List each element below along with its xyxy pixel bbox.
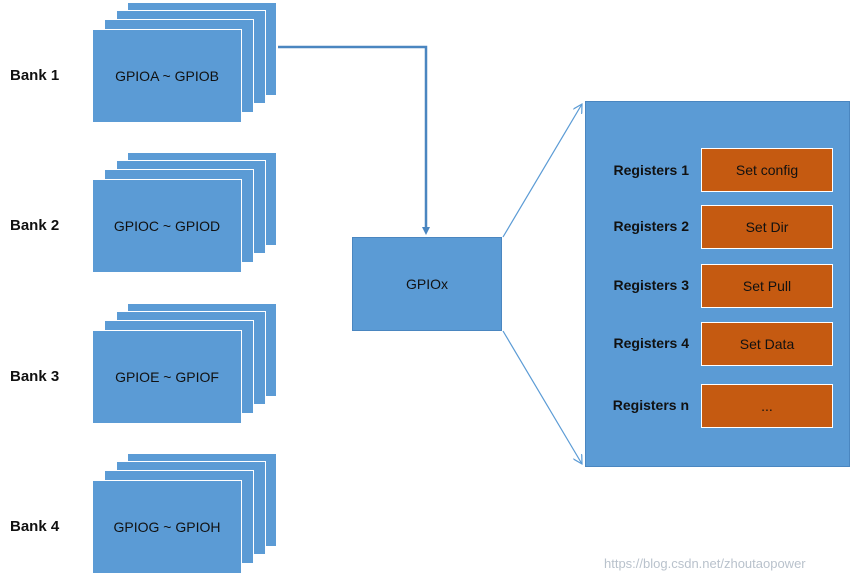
register-action-label: Set Pull bbox=[742, 278, 792, 294]
register-name: Registers 3 bbox=[613, 277, 689, 293]
gpiox-label: GPIOx bbox=[405, 276, 448, 292]
bank-label: Bank 3 bbox=[10, 368, 60, 385]
register-name: Registers 1 bbox=[613, 162, 689, 178]
gpio-group-label: GPIOG ~ GPIOH bbox=[113, 519, 221, 535]
register-action-box: Set Pull bbox=[701, 264, 833, 308]
gpiox-block: GPIOx bbox=[352, 237, 502, 331]
bank-label: Bank 1 bbox=[10, 67, 60, 84]
register-action-label: Set Data bbox=[739, 336, 795, 352]
gpiox-to-registers-top-line bbox=[502, 104, 582, 238]
bank1-to-gpiox-arrow bbox=[278, 45, 430, 235]
gpio-group-box: GPIOC ~ GPIOD bbox=[92, 179, 242, 273]
register-name: Registers 2 bbox=[613, 218, 689, 234]
register-name: Registers n bbox=[612, 397, 689, 413]
gpio-group-label: GPIOA ~ GPIOB bbox=[115, 68, 219, 84]
gpio-group-box: GPIOG ~ GPIOH bbox=[92, 480, 242, 574]
gpio-group-box: GPIOE ~ GPIOF bbox=[92, 330, 242, 424]
gpio-group-label: GPIOE ~ GPIOF bbox=[115, 369, 219, 385]
bank-label: Bank 2 bbox=[10, 217, 60, 234]
register-action-box: Set config bbox=[701, 148, 833, 192]
gpio-group-label: GPIOC ~ GPIOD bbox=[113, 218, 221, 234]
bank-label: Bank 4 bbox=[10, 518, 60, 535]
register-action-label: Set config bbox=[735, 162, 799, 178]
register-action-box: Set Data bbox=[701, 322, 833, 366]
register-action-label: Set Dir bbox=[745, 219, 789, 235]
register-name: Registers 4 bbox=[613, 335, 689, 351]
register-action-label: ... bbox=[761, 398, 773, 414]
watermark-text: https://blog.csdn.net/zhoutaopower bbox=[604, 556, 806, 571]
register-action-box: ... bbox=[701, 384, 833, 428]
gpiox-to-registers-bottom-line bbox=[502, 330, 582, 464]
gpio-group-box: GPIOA ~ GPIOB bbox=[92, 29, 242, 123]
register-action-box: Set Dir bbox=[701, 205, 833, 249]
